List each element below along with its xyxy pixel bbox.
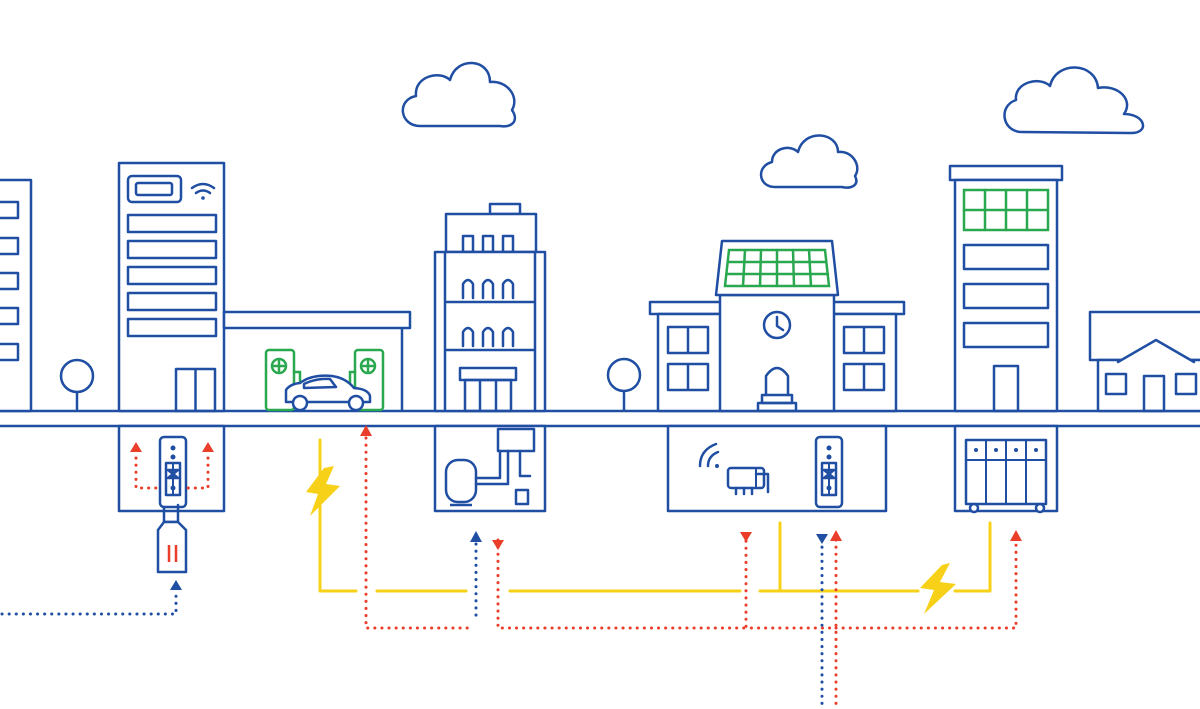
boiler-room [433,424,547,513]
valve-icon [822,468,836,480]
lightning-bolt-icon [920,563,956,614]
cloud-icon [401,61,517,128]
heat-exchanger-unit [0,424,226,616]
cold-supply-lines [470,531,828,707]
control-room [666,424,888,513]
electric-car-icon [284,374,372,412]
valve-icon [166,468,180,480]
smart-office-building [117,161,226,413]
left-building [0,178,33,413]
solar-office-building [948,164,1064,413]
ground-road [0,409,1200,428]
solar-panel-icon [723,248,831,288]
heat-supply-lines [360,425,1022,707]
apartment-building [433,202,547,413]
tree-icon [606,357,642,411]
cloud-icon [759,134,859,189]
lightning-bolt-icon [306,466,340,516]
solar-panel-icon [962,188,1050,232]
house-icon [1088,310,1200,413]
ev-charging-station [222,310,412,412]
electricity-grid-lines [318,438,992,593]
wifi-icon [698,442,720,468]
civic-building [648,239,906,413]
clock-icon [762,310,792,340]
tree-icon [59,358,95,411]
wifi-icon [190,182,216,200]
battery-storage-icon [953,424,1059,514]
cloud-icon [1003,66,1144,135]
